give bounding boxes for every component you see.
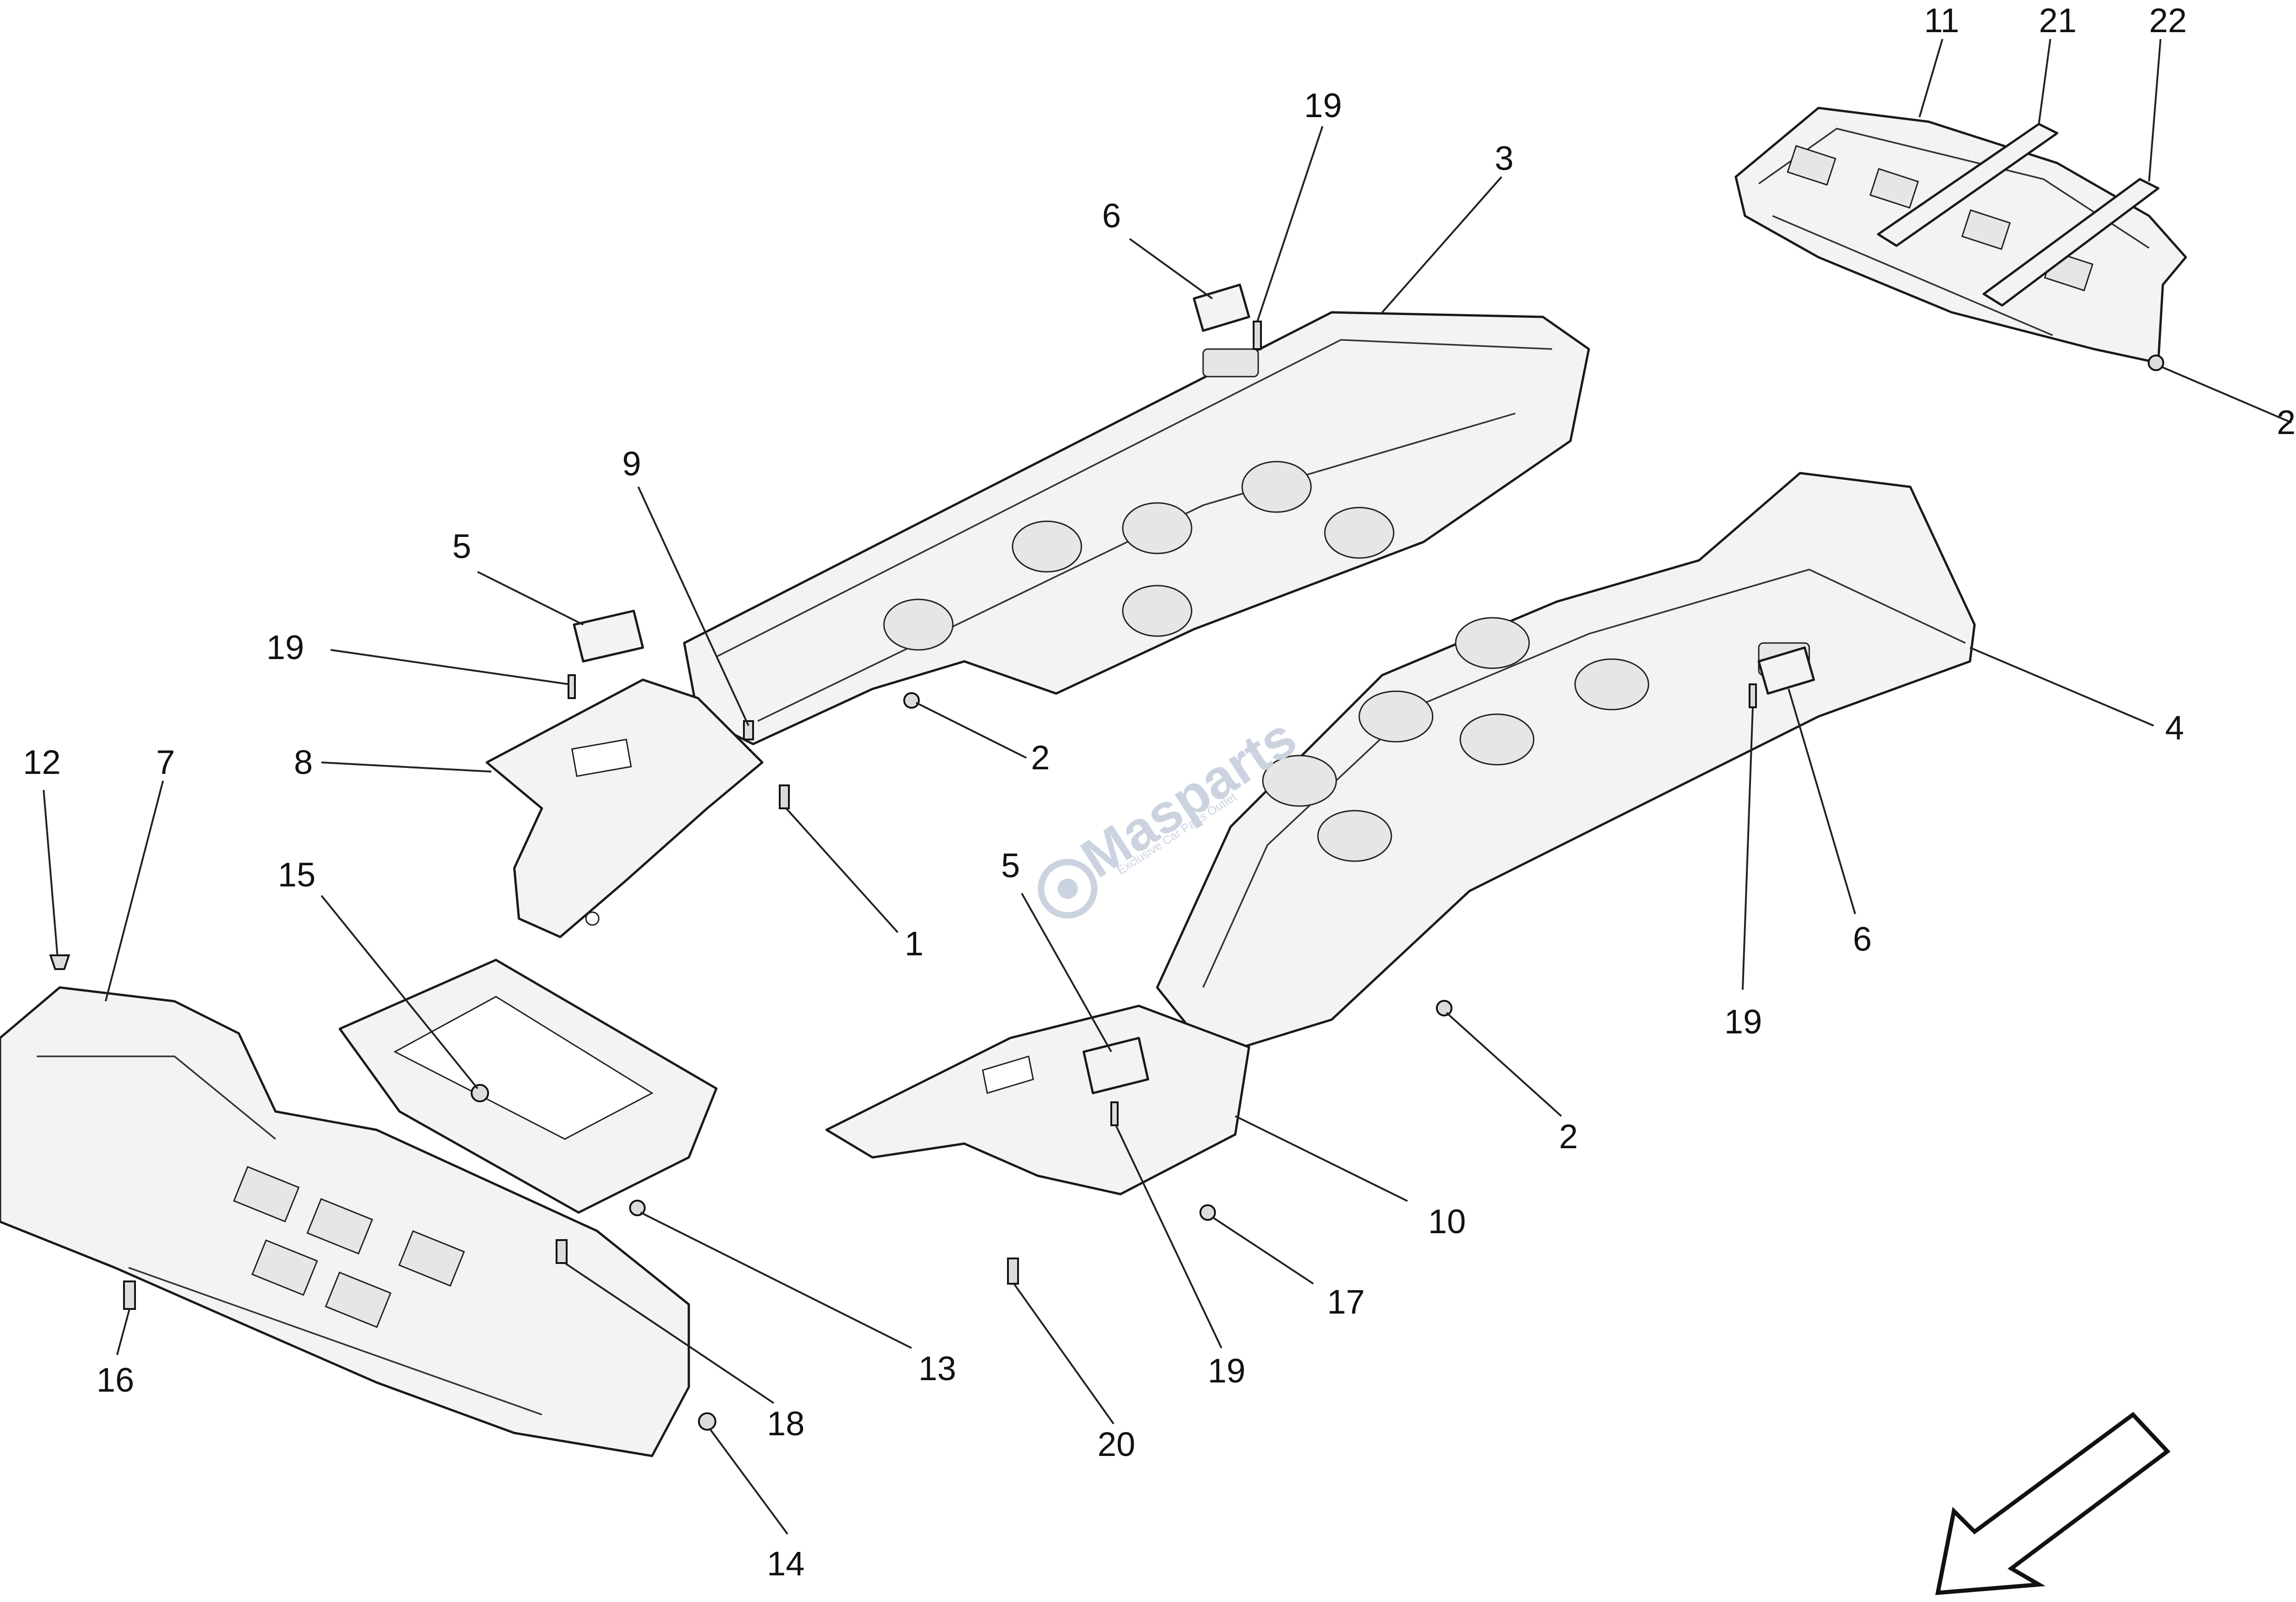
part-5-block-upper (573, 609, 644, 663)
fastener-16 (123, 1280, 136, 1310)
callout-16: 16 (96, 1361, 134, 1399)
fastener-17 (1199, 1204, 1216, 1221)
callout-3: 3 (1495, 139, 1514, 177)
callout-10: 10 (1428, 1202, 1466, 1241)
part-21-rear-brace (1877, 123, 2059, 247)
callout-2-middle: 2 (1031, 739, 1050, 777)
part-4-side-undertray (1156, 472, 1976, 1058)
fastener-1 (779, 784, 790, 809)
fastener-18 (556, 1239, 568, 1264)
callout-19-top: 19 (1304, 86, 1342, 124)
fastener-19-right (1749, 683, 1757, 708)
callout-21: 21 (2039, 1, 2077, 39)
part-11-rear-undertray (1734, 107, 2187, 364)
part-3-side-undertray (683, 311, 1590, 745)
part-13-frame-panel (338, 959, 718, 1214)
part-8-bracket (485, 678, 764, 938)
part-7-front-undertray (0, 986, 690, 1457)
callout-12: 12 (23, 743, 61, 781)
fastener-20 (1007, 1258, 1019, 1285)
fastener-2-upper-right (2148, 355, 2164, 371)
callout-9: 9 (622, 445, 641, 483)
callout-19-left: 19 (266, 628, 304, 666)
callout-17: 17 (1327, 1283, 1365, 1321)
part-5-block-lower (1082, 1037, 1149, 1094)
callout-7: 7 (156, 743, 175, 781)
fastener-2-right (1436, 1000, 1452, 1016)
callout-13: 13 (918, 1349, 956, 1388)
callout-5-center: 5 (1001, 846, 1020, 885)
leader-lines (43, 39, 2292, 1535)
callout-2-top-right: 2 (2277, 403, 2296, 441)
fastener-2-middle (903, 692, 920, 709)
callout-labels: 11 21 22 2 19 3 6 9 5 19 8 2 1 4 6 19 12… (23, 1, 2296, 1583)
callout-18: 18 (767, 1405, 805, 1443)
part-10-bracket (825, 1004, 1250, 1196)
callout-6-top: 6 (1102, 197, 1121, 235)
fastener-19-left (568, 674, 576, 699)
callout-19-right: 19 (1724, 1003, 1762, 1041)
callout-15: 15 (278, 856, 315, 894)
fastener-19-upper (1253, 321, 1262, 350)
callout-1: 1 (905, 925, 923, 963)
callout-20: 20 (1097, 1425, 1135, 1463)
fastener-12 (49, 954, 70, 970)
fastener-13 (629, 1200, 646, 1216)
fastener-19-lower (1110, 1101, 1119, 1126)
callout-14: 14 (767, 1545, 805, 1583)
fastener-15 (471, 1084, 489, 1102)
fastener-14 (698, 1412, 716, 1431)
callout-11: 11 (1924, 1, 1959, 39)
part-22-rear-brace (1982, 178, 2160, 307)
fastener-9 (743, 720, 754, 740)
callout-5-left: 5 (452, 527, 471, 565)
watermark-logo-icon (1038, 859, 1097, 919)
callout-6-right: 6 (1853, 920, 1872, 958)
callout-8: 8 (294, 743, 313, 781)
callout-19-bottom: 19 (1208, 1352, 1245, 1390)
direction-arrow-icon (1935, 1412, 2171, 1595)
callout-2-right: 2 (1559, 1117, 1578, 1156)
callout-22: 22 (2149, 1, 2187, 39)
part-6-block-lower (1757, 646, 1815, 695)
callout-4: 4 (2165, 709, 2184, 747)
